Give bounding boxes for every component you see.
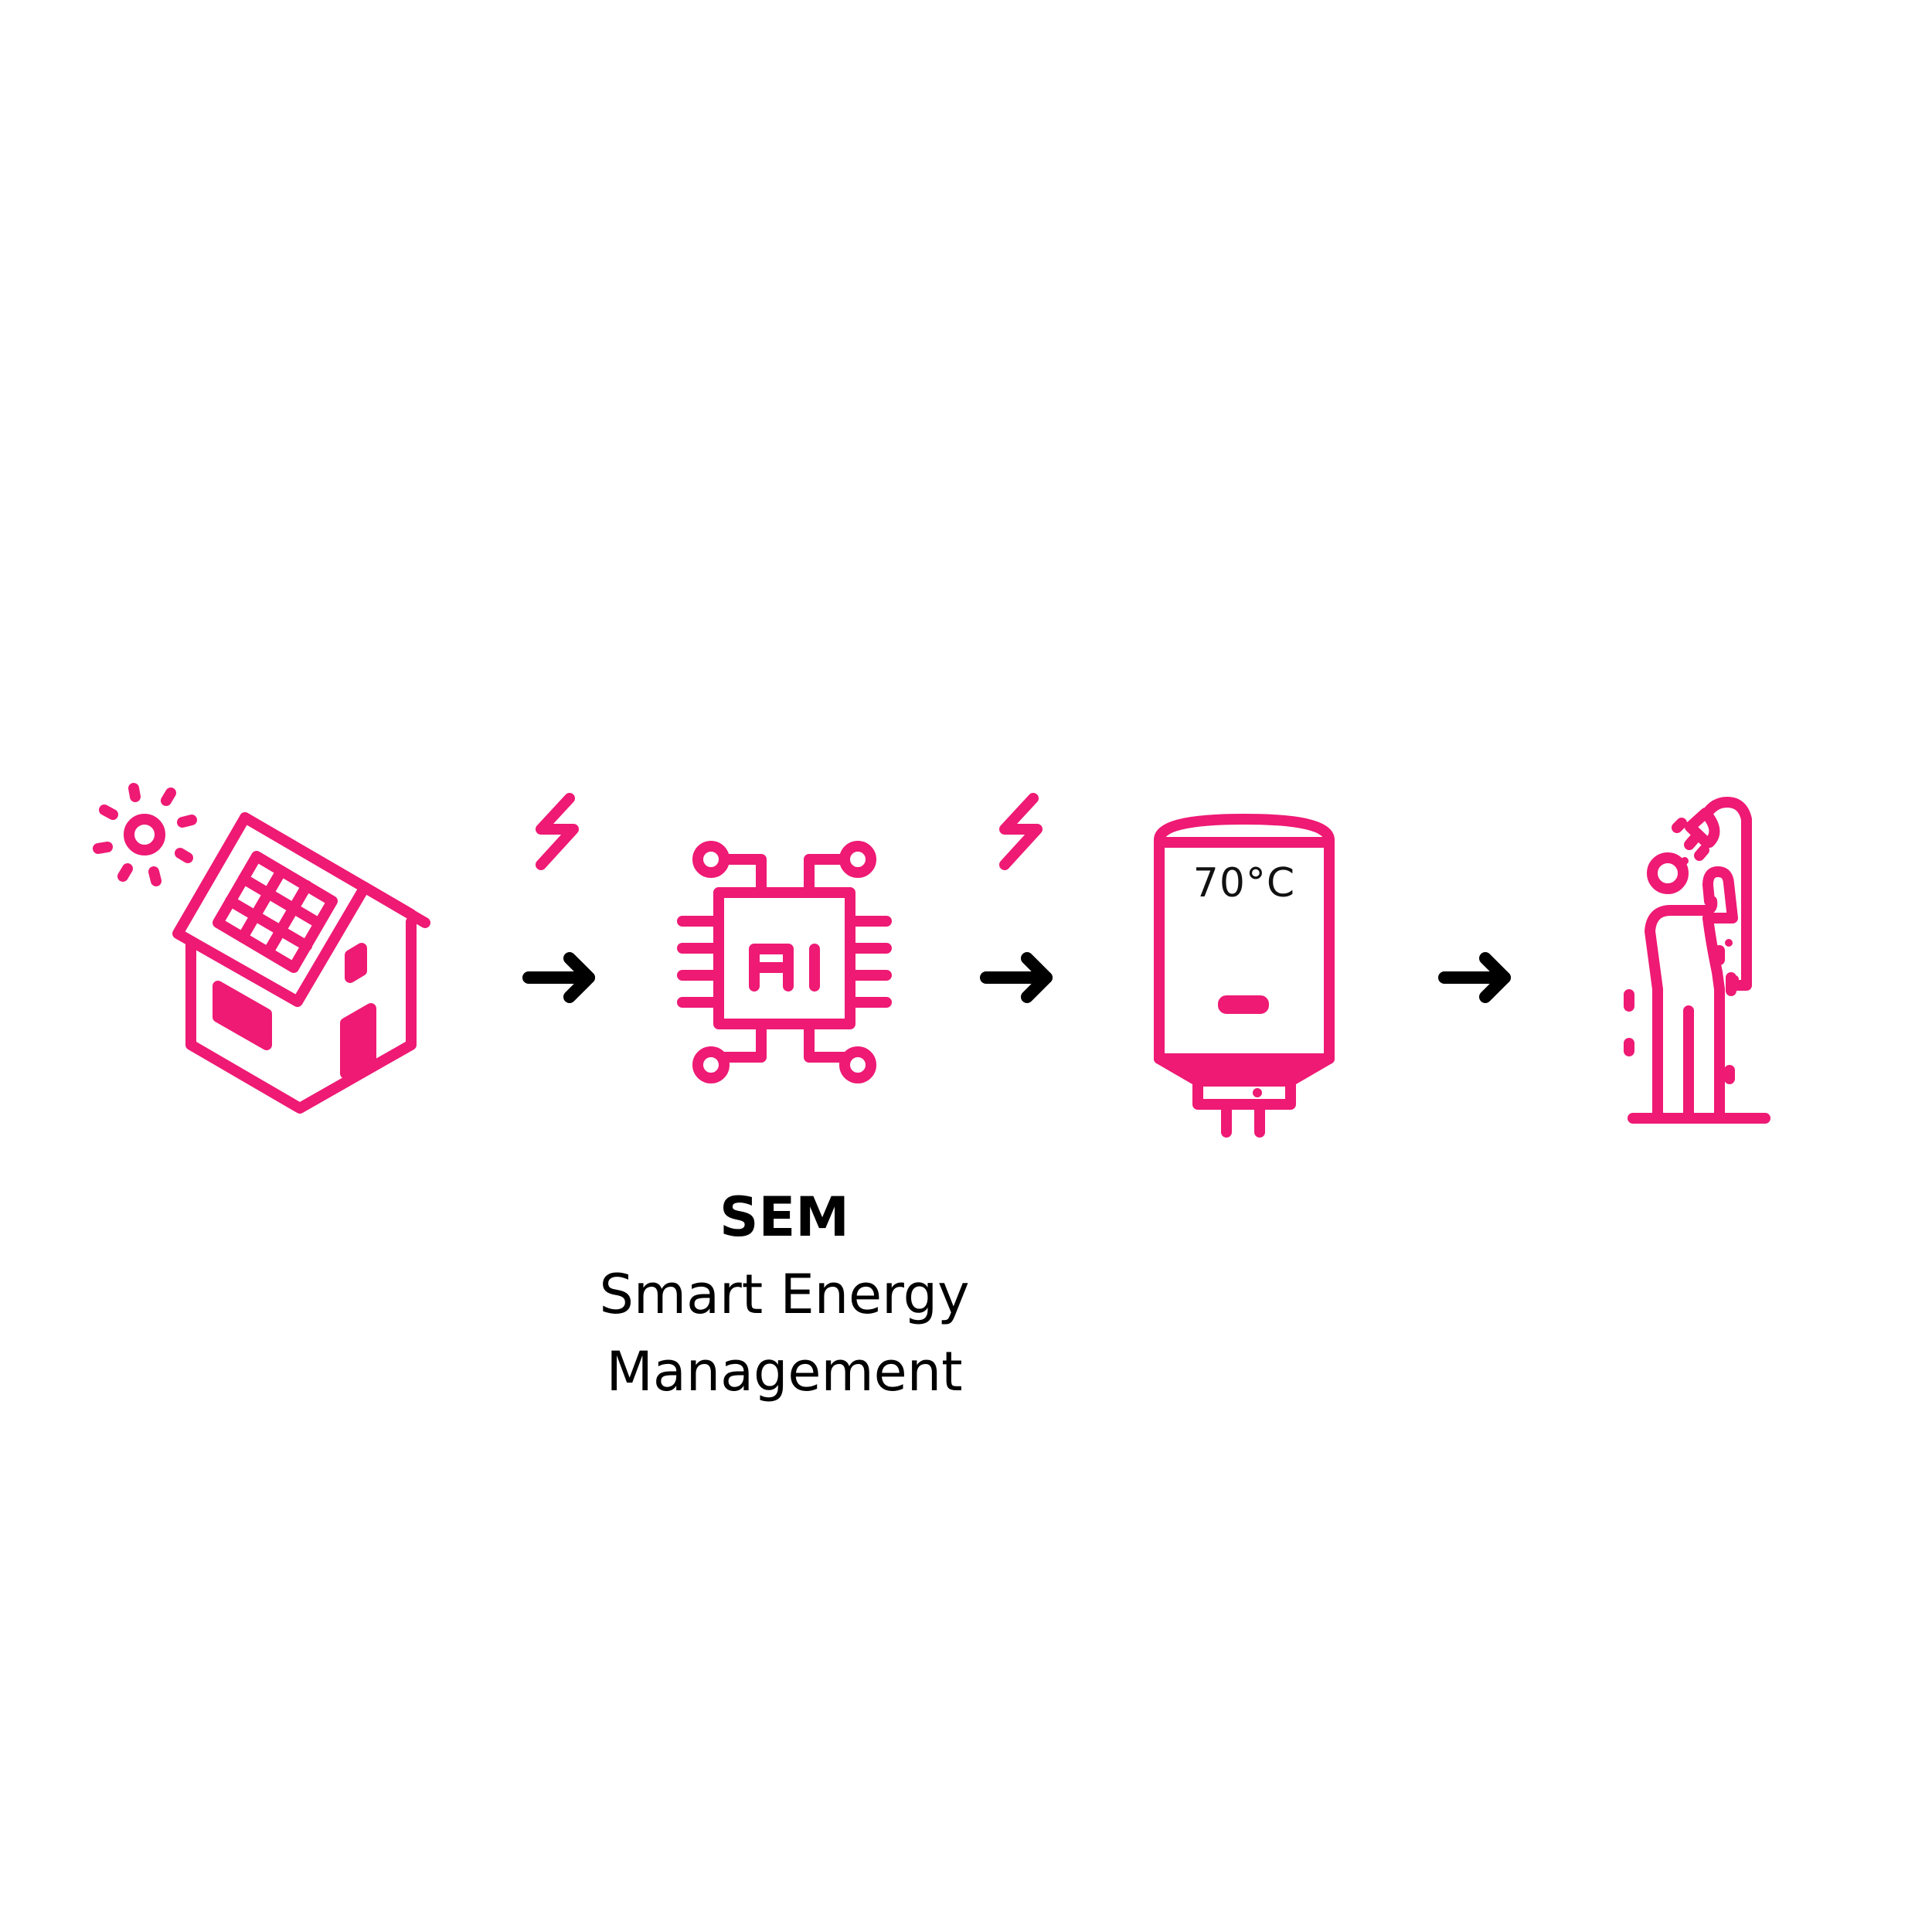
sem-title: SEM <box>719 1185 849 1249</box>
ai-chip-icon <box>668 835 900 1097</box>
sun-icon <box>89 781 213 904</box>
lightning-bolt-icon <box>985 792 1047 877</box>
sem-caption: SEM Smart Energy Management <box>553 1179 1016 1410</box>
arrow-right-icon <box>518 947 603 1009</box>
tank-temperature: 70°C <box>1192 860 1296 906</box>
sem-subtitle-line1: Smart Energy <box>599 1263 970 1326</box>
person-shower-icon <box>1615 781 1816 1136</box>
water-heater-icon <box>1148 808 1349 1148</box>
lightning-bolt-icon <box>526 792 587 877</box>
sem-subtitle-line2: Management <box>606 1340 963 1403</box>
arrow-right-icon <box>975 947 1060 1009</box>
arrow-right-icon <box>1434 947 1519 1009</box>
solar-house-icon <box>162 804 440 1128</box>
